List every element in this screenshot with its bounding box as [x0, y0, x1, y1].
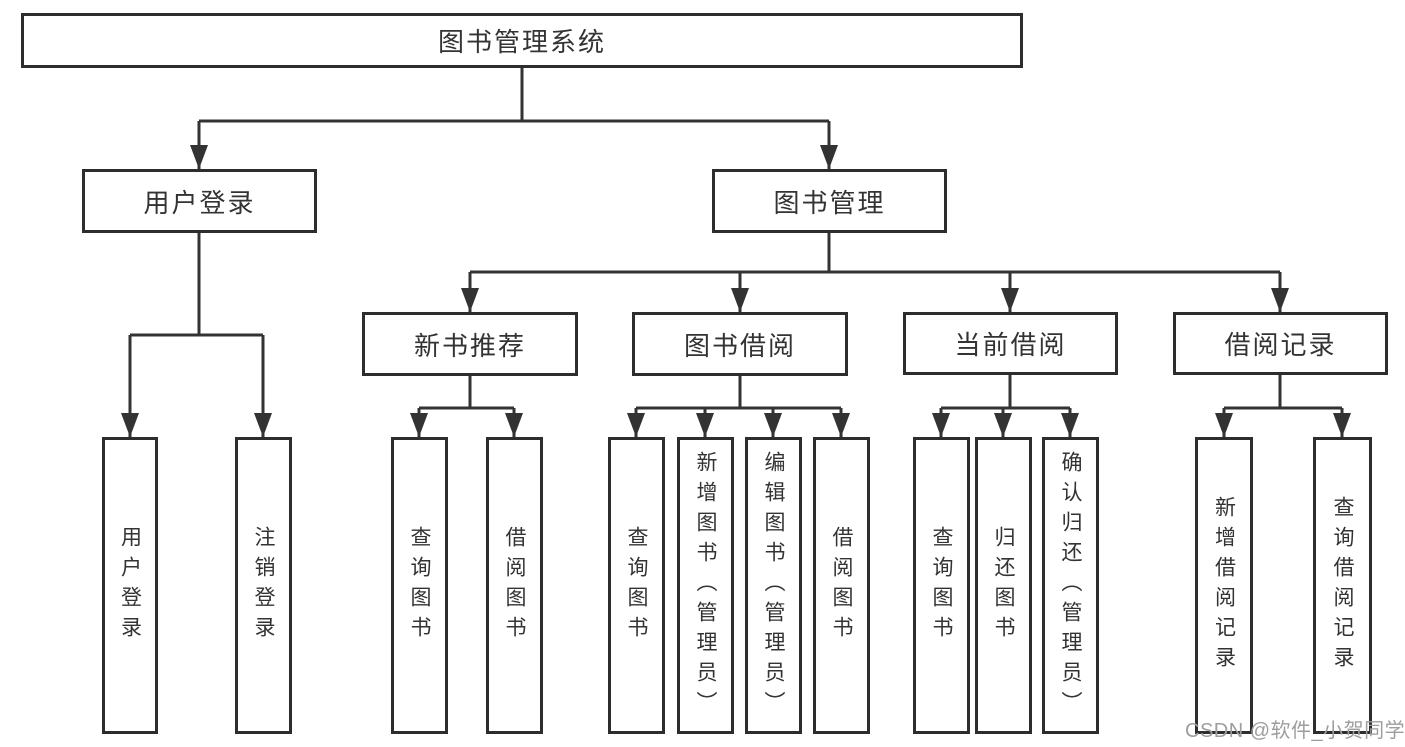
node-current-borrow: 当前借阅 [903, 312, 1118, 375]
leaf-query-book-3: 查询图书 [913, 437, 970, 734]
node-borrow-record: 借阅记录 [1173, 312, 1388, 375]
connector-book-borrow-trunk [636, 376, 841, 410]
leaf-query-book-2: 查询图书 [608, 437, 665, 734]
node-book-mgmt-label: 图书管理 [773, 187, 886, 218]
leaf-confirm-return-admin: 确认归还（管理员） [1042, 437, 1099, 734]
connector-new-book-rec-trunk [419, 376, 514, 410]
connector-current-borrow-trunk [941, 375, 1070, 410]
node-new-book-recommend: 新书推荐 [362, 312, 578, 376]
connector-borrow-record-trunk [1224, 375, 1342, 410]
leaf-borrow-book-2: 借阅图书 [813, 437, 870, 734]
leaf-edit-book-admin-label: 编辑图书（管理员） [762, 450, 785, 721]
node-new-book-recommend-label: 新书推荐 [413, 330, 526, 361]
node-root: 图书管理系统 [21, 13, 1023, 68]
leaf-user-login: 用户登录 [102, 437, 158, 734]
leaf-query-book-2-label: 查询图书 [625, 525, 648, 646]
node-root-label: 图书管理系统 [437, 27, 606, 57]
node-current-borrow-label: 当前借阅 [954, 330, 1067, 360]
leaf-query-borrow-record-label: 查询借阅记录 [1331, 495, 1354, 676]
leaf-logout: 注销登录 [235, 437, 292, 734]
leaf-query-book-1: 查询图书 [391, 437, 448, 734]
leaf-user-login-label: 用户登录 [118, 525, 142, 646]
leaf-add-borrow-record: 新增借阅记录 [1195, 437, 1253, 734]
connector-user-login-trunk [130, 233, 263, 337]
leaf-query-book-1-label: 查询图书 [408, 525, 431, 646]
leaf-edit-book-admin: 编辑图书（管理员） [745, 437, 802, 734]
node-book-mgmt: 图书管理 [712, 169, 947, 233]
connector-book-mgmt-trunk [470, 233, 1280, 274]
leaf-query-book-3-label: 查询图书 [930, 525, 953, 646]
leaf-query-borrow-record: 查询借阅记录 [1313, 437, 1372, 734]
node-user-login: 用户登录 [82, 169, 317, 233]
leaf-return-book-label: 归还图书 [992, 525, 1015, 646]
leaf-borrow-book-1: 借阅图书 [486, 437, 543, 734]
leaf-borrow-book-2-label: 借阅图书 [830, 525, 853, 646]
leaf-logout-label: 注销登录 [252, 525, 275, 646]
leaf-confirm-return-admin-label: 确认归还（管理员） [1059, 450, 1082, 721]
leaf-add-borrow-record-label: 新增借阅记录 [1212, 495, 1236, 676]
node-user-login-label: 用户登录 [143, 187, 256, 218]
leaf-borrow-book-1-label: 借阅图书 [503, 525, 526, 646]
leaf-return-book: 归还图书 [975, 437, 1032, 734]
csdn-watermark: CSDN @软件_小贺同学 [1185, 720, 1405, 742]
leaf-add-book-admin-label: 新增图书（管理员） [694, 450, 717, 721]
node-book-borrow: 图书借阅 [632, 312, 848, 376]
node-borrow-record-label: 借阅记录 [1224, 330, 1337, 360]
connector-root-trunk [199, 68, 829, 123]
leaf-add-book-admin: 新增图书（管理员） [677, 437, 734, 734]
node-book-borrow-label: 图书借阅 [683, 330, 796, 361]
